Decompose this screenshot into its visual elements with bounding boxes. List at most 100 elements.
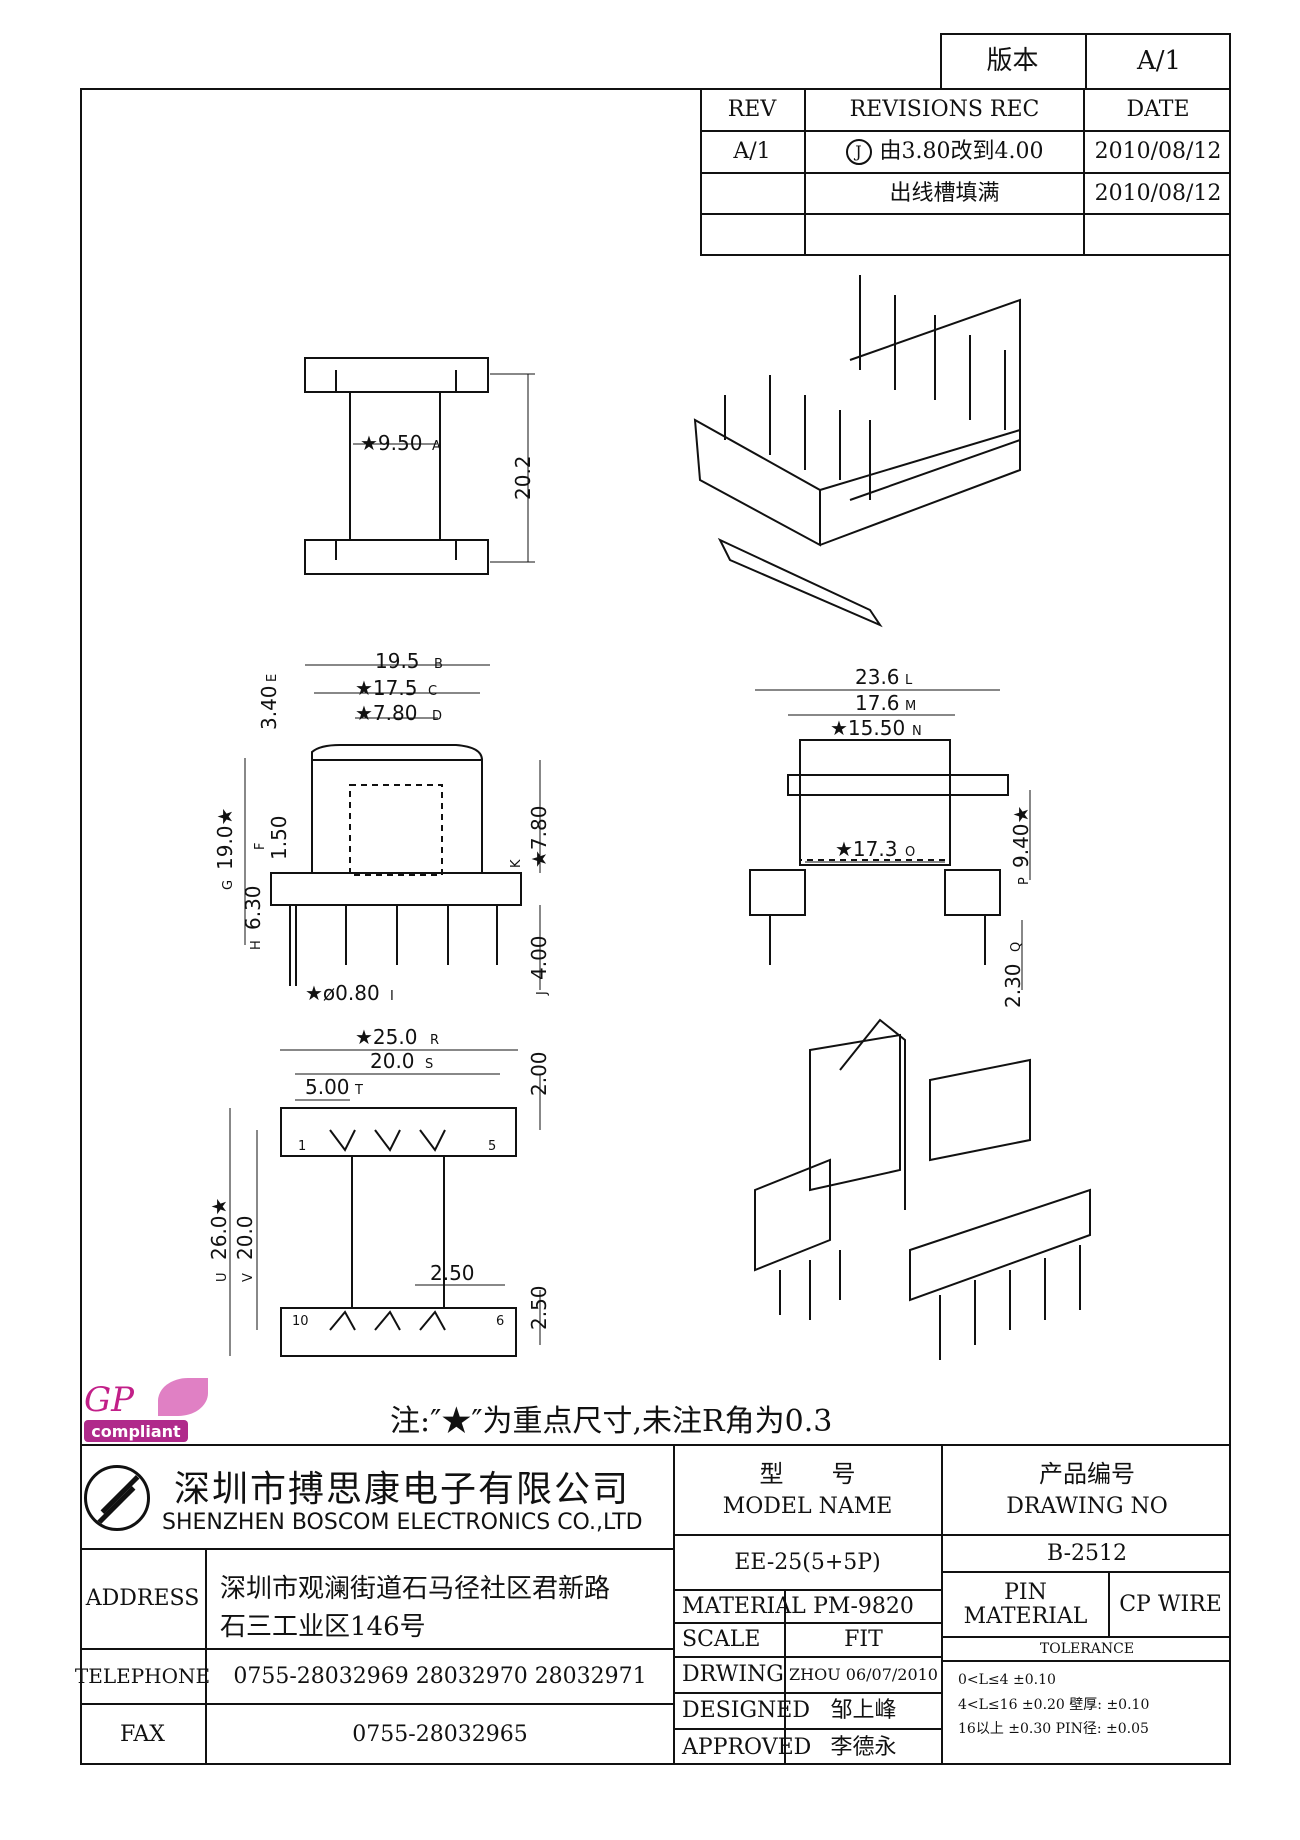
contact-line-2: [80, 1703, 674, 1705]
drawing-no-en: DRAWING NO: [1006, 1494, 1168, 1520]
title-top-line: [80, 1444, 1231, 1446]
dim-front-d7-id: H: [249, 940, 264, 950]
dim-top-height: 20.2: [511, 455, 535, 500]
company-bottom-line: [80, 1548, 674, 1550]
approved-by: 李德永: [830, 1734, 897, 1760]
title-col-line: [673, 1444, 675, 1765]
dim-front-d7: 6.30: [241, 885, 265, 930]
dim-side-d3: ★15.50: [830, 716, 905, 740]
isometric-view-bottom: [754, 1018, 1091, 1360]
tb-row-2-left: [674, 1589, 942, 1591]
gp-logo-text: GP: [84, 1380, 135, 1420]
dim-front-d6-id: G: [221, 880, 236, 890]
dim-side-d4-id: O: [905, 845, 915, 860]
rev-row1-rev: A/1: [733, 139, 771, 165]
dim-front-d6: 19.0★: [213, 808, 237, 870]
tb-label-col: [784, 1589, 786, 1765]
dim-bottom-d4: 26.0★: [207, 1198, 231, 1260]
drawing-label: DRWING: [682, 1662, 784, 1688]
tb-pin-col: [1108, 1571, 1110, 1636]
dim-side-d5-id: P: [1017, 877, 1032, 885]
version-value: A/1: [1136, 45, 1182, 76]
designed-label: DESIGNED: [682, 1698, 810, 1724]
dim-front-d3-id: D: [432, 709, 442, 724]
version-divider: [1085, 33, 1087, 89]
top-view: [304, 357, 535, 575]
tb-row-1: [674, 1534, 1231, 1536]
contact-label-col-line: [205, 1548, 207, 1765]
pin-label-5: 5: [488, 1139, 496, 1154]
front-view: [244, 664, 541, 990]
fax-value: 0755-28032965: [352, 1722, 528, 1748]
logo-stripe-1: [100, 1475, 140, 1514]
company-name-en: SHENZHEN BOSCOM ELECTRONICS CO.,LTD: [162, 1510, 643, 1535]
scale-label: SCALE: [682, 1627, 761, 1653]
dim-front-d5: 1.50: [267, 815, 291, 860]
model-name-cn: 型 号: [759, 1459, 856, 1488]
dim-side-d1: 23.6: [855, 665, 900, 689]
version-label: 版本: [986, 45, 1039, 76]
tb-row-3-left: [674, 1622, 942, 1624]
dim-top-width-id: A: [432, 439, 441, 454]
leaf-icon: [158, 1378, 208, 1416]
dim-side-d3-id: N: [912, 724, 922, 739]
dim-bottom-d8: 2.50: [527, 1285, 551, 1330]
side-view: [749, 689, 1031, 990]
dim-top-width: ★9.50: [360, 431, 422, 455]
pin-material-label: PIN MATERIAL: [943, 1573, 1108, 1636]
dim-bottom-d3: 5.00: [305, 1075, 350, 1099]
drawing-note: 注:″★″为重点尺寸,未注R角为0.3: [390, 1404, 833, 1439]
drawing-no-cn: 产品编号: [1039, 1459, 1135, 1488]
rev-row1-text: 由3.80改到4.00: [879, 139, 1044, 165]
dim-front-d10: ★7.80: [527, 806, 551, 868]
address-label: ADDRESS: [85, 1586, 200, 1612]
dim-front-d1-id: B: [434, 657, 443, 672]
company-name-cn: 深圳市搏思康电子有限公司: [174, 1469, 631, 1510]
dim-bottom-d2: 20.0: [370, 1049, 415, 1073]
dim-front-d5-id: F: [253, 843, 268, 850]
dim-side-d4: ★17.3: [835, 837, 897, 861]
address-line-1: 深圳市观澜街道石马径社区君新路: [220, 1574, 611, 1604]
rev-row2-record: 出线槽填满: [889, 180, 1000, 206]
drawing-no-value: B-2512: [1047, 1540, 1127, 1566]
tolerance-line-2: 4<L≤16 ±0.20 壁厚: ±0.10: [958, 1697, 1150, 1713]
tb-mid-col: [941, 1444, 943, 1765]
logo-stripe-2: [96, 1486, 136, 1525]
designed-by: 邹上峰: [830, 1698, 897, 1724]
tb-row-4-right: [941, 1660, 1231, 1662]
rev-row1-date: 2010/08/12: [1094, 139, 1222, 165]
tb-row-5-left: [674, 1692, 942, 1694]
rev-row1-record: J 由3.80改到4.00: [806, 132, 1083, 172]
rev-header-record: REVISIONS REC: [849, 97, 1040, 123]
dim-front-d4-id: E: [265, 674, 280, 682]
model-name-header: 型 号 MODEL NAME: [674, 1446, 941, 1534]
rev-header-date: DATE: [1126, 97, 1190, 123]
pin-material-value: CP WIRE: [1119, 1591, 1222, 1617]
dim-bottom-d1-id: R: [430, 1033, 439, 1048]
dim-side-d2-id: M: [905, 699, 916, 714]
dim-front-d9: 4.00: [527, 935, 551, 980]
dim-side-d6: 2.30: [1001, 963, 1025, 1008]
model-name-en: MODEL NAME: [722, 1494, 893, 1520]
fax-label: FAX: [120, 1722, 165, 1748]
material-value: PM-9820: [813, 1593, 914, 1619]
rev-header-rev: REV: [727, 97, 777, 123]
isometric-view-top: [693, 275, 1021, 628]
pin-material-label-1: PIN: [1004, 1580, 1047, 1606]
material-label: MATERIAL: [682, 1593, 806, 1619]
tb-row-4-left: [674, 1656, 942, 1658]
rev-row-line-1: [700, 130, 1231, 132]
dim-front-d4: 3.40: [257, 685, 281, 730]
dim-front-d1: 19.5: [375, 649, 420, 673]
approved-label: APPROVED: [682, 1734, 812, 1760]
pin-material-label-2: MATERIAL: [963, 1603, 1088, 1629]
dim-front-d8-id: I: [390, 989, 394, 1004]
telephone-label: TELEPHONE: [74, 1664, 211, 1688]
scale-value: FIT: [844, 1627, 883, 1653]
pin-label-6: 6: [496, 1314, 504, 1329]
company-logo: [84, 1465, 150, 1531]
dim-front-d8: ★ø0.80: [305, 981, 380, 1005]
tb-row-6-left: [674, 1728, 942, 1730]
dim-bottom-d2-id: S: [425, 1057, 433, 1072]
dim-bottom-d6: 2.00: [527, 1051, 551, 1096]
